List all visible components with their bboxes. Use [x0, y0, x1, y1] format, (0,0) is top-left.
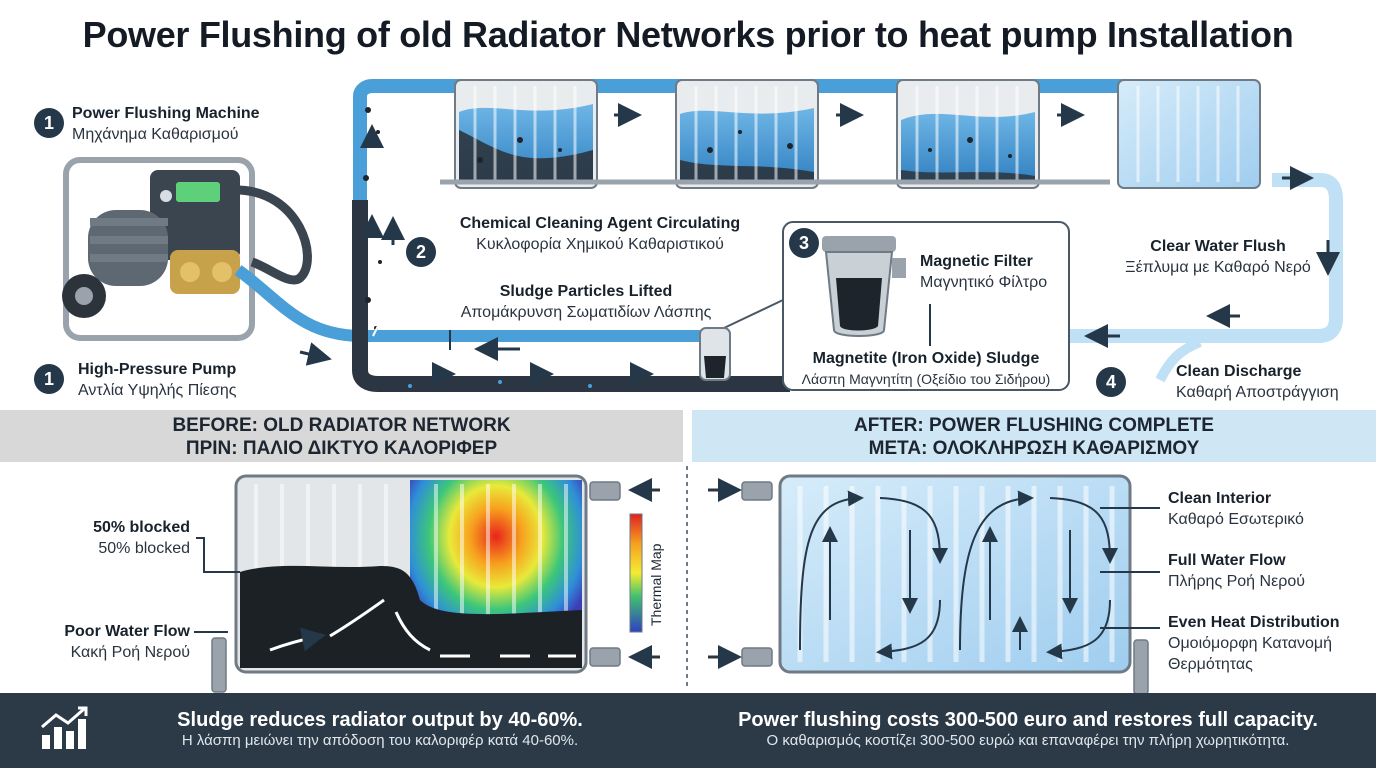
before-heading: BEFORE: OLD RADIATOR NETWORK ΠΡΙΝ: ΠΑΛΙΟ… [0, 410, 683, 462]
full-flow-label-gr: Πλήρης Ροή Νερού [1168, 573, 1305, 590]
footer-left-en: Sludge reduces radiator output by 40-60%… [177, 709, 583, 731]
discharge-label: Clean Discharge Καθαρή Αποστράγγιση [1176, 361, 1339, 403]
magnetic-filter-illustration [822, 236, 906, 337]
flushing-machine-illustration [62, 157, 312, 341]
filter-label-en: Magnetic Filter [920, 253, 1033, 270]
thermal-scale [629, 513, 643, 633]
clear-flush-label: Clear Water Flush Ξέπλυμα με Καθαρό Νερό [1096, 236, 1340, 278]
footer-left-gr: Η λάσπη μειώνει την απόδοση του καλοριφέ… [181, 732, 579, 749]
even-heat-label-en: Even Heat Distribution [1168, 614, 1340, 631]
footer-right-en: Power flushing costs 300-500 euro and re… [738, 709, 1318, 731]
before-heading-gr: ΠΡΙΝ: ΠΑΛΙΟ ΔΙΚΤΥΟ ΚΑΛΟΡΙΦΕΡ [185, 438, 498, 459]
pump-label-en: High-Pressure Pump [78, 361, 237, 378]
even-heat-label-gr-2: Θερμότητας [1168, 656, 1253, 673]
sludge-label: Sludge Particles Lifted Απομάκρυνση Σωμα… [436, 281, 736, 323]
pump-label: High-Pressure Pump Αντλία Υψηλής Πίεσης [78, 359, 236, 401]
machine-label-gr: Μηχάνημα Καθαρισμού [72, 126, 239, 143]
step-3-badge: 3 [789, 228, 819, 258]
clean-interior-label: Clean Interior Καθαρό Εσωτερικό [1168, 488, 1304, 530]
before-radiator [234, 474, 588, 674]
chart-growth-icon [41, 706, 88, 749]
poor-flow-label: Poor Water Flow Κακή Ροή Νερού [44, 621, 190, 663]
chemical-label-gr: Κυκλοφορία Χημικού Καθαριστικού [476, 236, 724, 253]
magnetite-label: Magnetite (Iron Oxide) Sludge Λάσπη Μαγν… [788, 348, 1064, 390]
radiator-4-clean [1117, 79, 1261, 189]
after-heading-gr: ΜΕΤΑ: ΟΛΟΚΛΗΡΩΣΗ ΚΑΘΑΡΙΣΜΟΥ [868, 438, 1200, 459]
blocked-label-en: 50% blocked [93, 519, 190, 536]
filter-label: Magnetic Filter Μαγνητικό Φίλτρο [920, 251, 1047, 293]
step-4-badge: 4 [1096, 367, 1126, 397]
discharge-label-en: Clean Discharge [1176, 363, 1302, 380]
blocked-label-gr: 50% blocked [98, 540, 190, 557]
magnetite-label-gr: Λάσπη Μαγνητίτη (Οξείδιο του Σιδήρου) [801, 371, 1051, 387]
after-radiator [778, 474, 1132, 674]
chemical-label: Chemical Cleaning Agent Circulating Κυκλ… [444, 213, 756, 255]
footer-right: Power flushing costs 300-500 euro and re… [690, 709, 1366, 749]
after-heading: AFTER: POWER FLUSHING COMPLETE ΜΕΤΑ: ΟΛΟ… [692, 410, 1376, 462]
sludge-label-gr: Απομάκρυνση Σωματιδίων Λάσπης [460, 304, 712, 321]
magnetite-label-en: Magnetite (Iron Oxide) Sludge [812, 350, 1040, 367]
before-heading-en: BEFORE: OLD RADIATOR NETWORK [172, 415, 511, 436]
machine-label: Power Flushing Machine Μηχάνημα Καθαρισμ… [72, 103, 260, 145]
page-title: Power Flushing of old Radiator Networks … [82, 14, 1294, 55]
footer-right-gr: Ο καθαρισμός κοστίζει 300-500 ευρώ και ε… [766, 732, 1290, 749]
radiator-1 [454, 79, 598, 189]
clean-interior-label-gr: Καθαρό Εσωτερικό [1168, 511, 1304, 528]
thermal-map-label: Thermal Map [648, 543, 664, 626]
discharge-label-gr: Καθαρή Αποστράγγιση [1176, 384, 1339, 401]
poor-flow-label-gr: Κακή Ροή Νερού [70, 644, 190, 661]
step-2-badge: 2 [406, 237, 436, 267]
step-1b-badge: 1 [34, 364, 64, 394]
clean-interior-label-en: Clean Interior [1168, 490, 1272, 507]
machine-label-en: Power Flushing Machine [72, 105, 260, 122]
pump-label-gr: Αντλία Υψηλής Πίεσης [78, 382, 237, 399]
full-flow-label-en: Full Water Flow [1168, 552, 1286, 569]
radiator-3 [896, 79, 1040, 189]
blocked-label: 50% blocked 50% blocked [78, 517, 190, 559]
clear-flush-label-gr: Ξέπλυμα με Καθαρό Νερό [1125, 259, 1311, 276]
filter-label-gr: Μαγνητικό Φίλτρο [920, 274, 1048, 291]
poor-flow-label-en: Poor Water Flow [64, 623, 190, 640]
even-heat-label: Even Heat Distribution Ομοιόμορφη Κατανο… [1168, 612, 1340, 675]
step-1-badge: 1 [34, 108, 64, 138]
sludge-label-en: Sludge Particles Lifted [499, 283, 673, 300]
even-heat-label-gr-1: Ομοιόμορφη Κατανομή [1168, 635, 1333, 652]
clear-flush-label-en: Clear Water Flush [1150, 238, 1286, 255]
after-heading-en: AFTER: POWER FLUSHING COMPLETE [854, 415, 1214, 436]
footer-left: Sludge reduces radiator output by 40-60%… [100, 709, 660, 749]
chemical-label-en: Chemical Cleaning Agent Circulating [459, 215, 741, 232]
full-flow-label: Full Water Flow Πλήρης Ροή Νερού [1168, 550, 1305, 592]
radiator-2 [675, 79, 819, 189]
footer-bar: Sludge reduces radiator output by 40-60%… [0, 693, 1376, 768]
